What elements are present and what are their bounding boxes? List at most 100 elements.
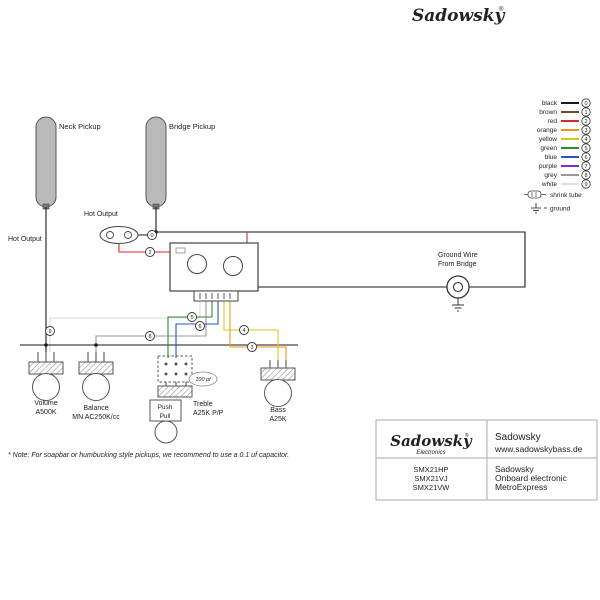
hot-output-top-label: Hot Output (84, 211, 118, 218)
wire-white-volume (49, 301, 201, 352)
output-jack (446, 275, 470, 312)
bass-pot: Bass A25K (260, 360, 296, 423)
neck-pickup-label: Neck Pickup (59, 122, 101, 131)
footer-company: Sadowsky (495, 432, 541, 443)
wire-top-bus (156, 231, 526, 288)
legend-num: 9 (584, 182, 587, 188)
legend-ground-label: ground (550, 206, 571, 213)
brand-logo: Sadowsky ® (412, 6, 506, 26)
legend-label: black (542, 100, 558, 107)
wire-marker-num: 6 (198, 324, 201, 330)
treble-pot: 100 pf Push Pull Treble A25K P/P (149, 355, 224, 444)
bridge-pickup-label: Bridge Pickup (169, 122, 215, 131)
legend-num-circle (581, 116, 591, 126)
legend-label: yellow (539, 136, 557, 143)
legend-num: 3 (584, 128, 587, 134)
wire-orange-bass (229, 301, 287, 360)
pcb-connector-pins (199, 293, 231, 299)
legend-label: grey (544, 172, 557, 179)
legend-num: 2 (584, 119, 587, 125)
footer-model-2: SMX21VJ (414, 474, 448, 483)
capacitor (188, 371, 218, 387)
push-pull-label-line2: Pull (160, 413, 171, 420)
pcb-trimpot-1 (187, 254, 207, 274)
brand-logo-text: Sadowsky (412, 6, 506, 26)
balance-label-line2: MN AC250K/cc (72, 414, 120, 421)
wire-green-treble (167, 301, 213, 358)
footer-model-1: SMX21HP (413, 465, 448, 474)
wire-junction-dots (44, 230, 158, 347)
legend-num: 7 (584, 164, 587, 170)
volume-label-line1: Volume (34, 400, 57, 407)
footer-model-3: SMX21VW (413, 483, 451, 492)
footer-product-line2: Onboard electronic (495, 473, 568, 483)
legend-num: 4 (584, 137, 587, 143)
shrink-tube-symbol (524, 190, 546, 199)
legend-label: green (540, 145, 557, 152)
legend-num-circle (581, 179, 591, 189)
legend-num-circle (581, 170, 591, 180)
treble-switch-pins (164, 362, 188, 376)
footer-logo-sub: Electronics (416, 450, 445, 456)
wire-marker-num: 9 (48, 329, 51, 335)
footnote: * Note: For soapbar or humbucking style … (8, 452, 289, 459)
legend-num-circle (581, 98, 591, 108)
wire-color-legend: black 0 brown 1 red 2 orange 3 yellow 4 … (524, 98, 591, 214)
wire-marker-num: 8 (148, 334, 151, 340)
wire-marker-num: 3 (250, 345, 253, 351)
bass-label-line1: Bass (270, 407, 286, 414)
bridge-pickup: Bridge Pickup (145, 116, 215, 210)
wire-marker-num: 2 (148, 250, 151, 256)
legend-label: purple (539, 163, 557, 170)
legend-num: 8 (584, 173, 587, 179)
legend-num-circle (581, 134, 591, 144)
wire-red-connector-pcb (118, 243, 170, 253)
legend-label: red (548, 118, 558, 125)
legend-num: 0 (584, 101, 587, 107)
legend-num-circle (581, 152, 591, 162)
legend-label: brown (539, 109, 557, 116)
legend-num: 6 (584, 155, 587, 161)
legend-num-circle (581, 125, 591, 135)
pcb-trimpot-2 (223, 256, 243, 276)
wire-yellow-bass (223, 301, 279, 360)
legend-num: 1 (584, 110, 587, 116)
footer-website[interactable]: www.sadowskybass.de (494, 444, 583, 454)
ground-symbol-jack (452, 298, 464, 312)
legend-label: blue (545, 154, 558, 161)
capacitor-value: 100 pf (195, 377, 211, 383)
ground-wire-label-line2: From Bridge (438, 261, 477, 268)
legend-num: 5 (584, 146, 587, 152)
footer-product-line3: MetroExpress (495, 482, 547, 492)
footer-logo-text: Sadowsky (390, 432, 473, 450)
ground-symbol-legend (531, 203, 547, 214)
balance-label-line1: Balance (83, 405, 108, 412)
treble-label-line2: A25K P/P (193, 410, 224, 417)
legend-num-circle (581, 143, 591, 153)
legend-num-circle (581, 161, 591, 171)
title-block: Sadowsky ® Electronics Sadowsky www.sado… (375, 419, 598, 501)
wire-marker-num: 0 (150, 233, 153, 239)
legend-shrink-tube-label: shrink tube (550, 192, 582, 199)
push-pull-label-line1: Push (158, 404, 173, 411)
preamp-pcb (169, 242, 259, 302)
treble-switch-box (157, 355, 193, 383)
balance-pot: Balance MN AC250K/cc (72, 352, 120, 421)
treble-label-line1: Treble (193, 401, 213, 408)
legend-num-circle (581, 107, 591, 117)
pcb-component (175, 247, 186, 254)
footer-product-line1: Sadowsky (495, 464, 534, 474)
wire-markers: 0 2 9 8 5 6 4 3 (45, 230, 257, 352)
legend-label: orange (537, 127, 558, 134)
wire-marker-num: 5 (190, 315, 193, 321)
registered-mark: ® (499, 6, 504, 13)
legend-label: white (541, 181, 558, 188)
wire-grey-balance (95, 301, 207, 352)
hot-output-left-label: Hot Output (8, 236, 42, 243)
pcb-connector-strip (193, 290, 239, 302)
neck-pickup: Neck Pickup (35, 116, 101, 210)
wire-marker-num: 4 (242, 328, 245, 334)
pickup-connector (99, 226, 139, 244)
